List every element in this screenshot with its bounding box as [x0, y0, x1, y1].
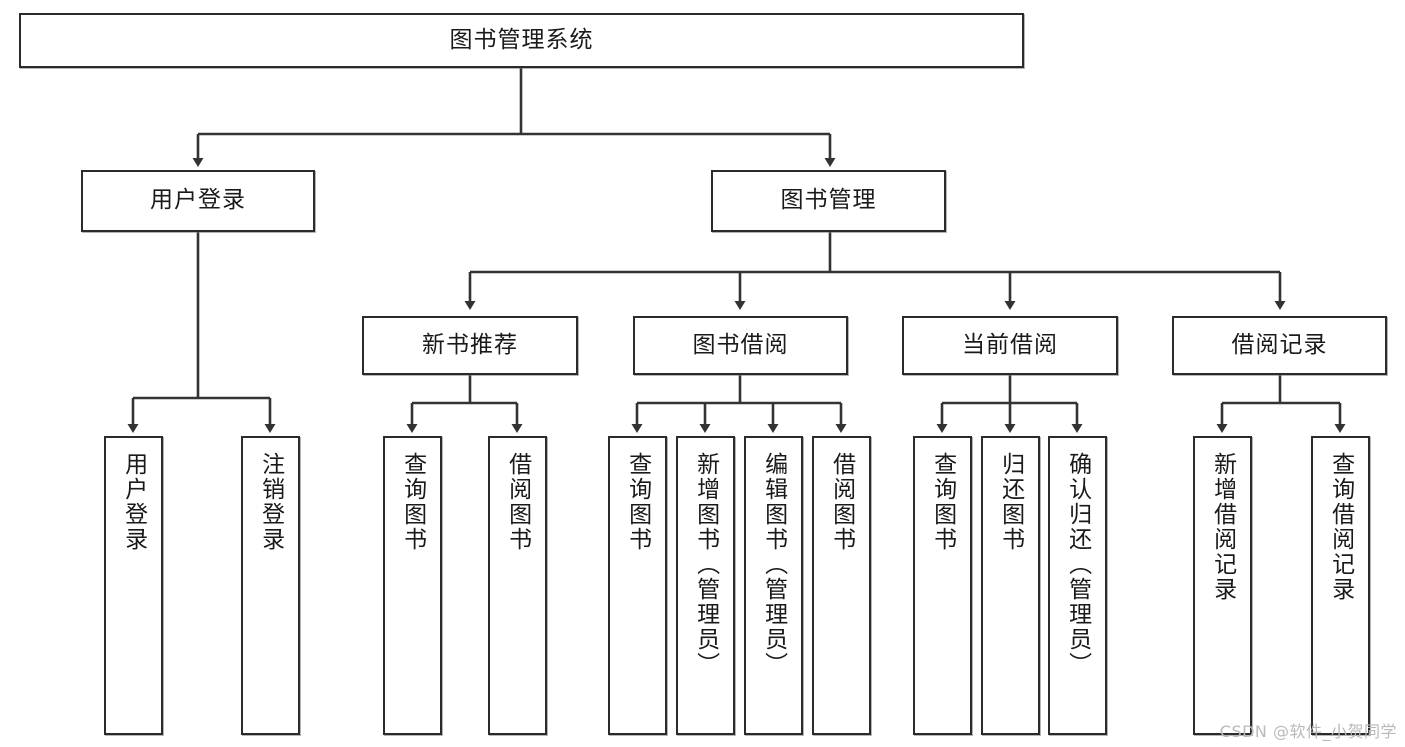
watermark: CSDN @软件_小贺同学: [1219, 722, 1397, 741]
node-book-borrow[interactable]: 图书借阅: [633, 316, 848, 375]
node-leaf-user-login-label: 用户登录: [120, 452, 147, 552]
node-leaf-borrow-book-2[interactable]: 借阅图书: [812, 436, 871, 735]
node-new-book-recommend[interactable]: 新书推荐: [362, 316, 578, 375]
node-leaf-edit-book[interactable]: 编辑图书（管理员）: [744, 436, 803, 735]
node-root-label: 图书管理系统: [449, 26, 594, 53]
node-leaf-user-login[interactable]: 用户登录: [104, 436, 163, 735]
node-book-manage[interactable]: 图书管理: [711, 170, 946, 232]
node-leaf-borrow-book-1[interactable]: 借阅图书: [488, 436, 547, 735]
node-leaf-add-book[interactable]: 新增图书（管理员）: [676, 436, 735, 735]
node-leaf-query-book-1[interactable]: 查询图书: [383, 436, 442, 735]
node-leaf-return-book-label: 归还图书: [997, 452, 1024, 552]
node-leaf-logout-login[interactable]: 注销登录: [241, 436, 300, 735]
node-leaf-query-record[interactable]: 查询借阅记录: [1311, 436, 1370, 735]
node-leaf-query-book-3[interactable]: 查询图书: [913, 436, 972, 735]
node-user-login[interactable]: 用户登录: [81, 170, 315, 232]
node-leaf-add-record-label: 新增借阅记录: [1209, 452, 1236, 602]
node-user-login-label: 用户登录: [150, 187, 246, 214]
node-leaf-query-book-3-label: 查询图书: [929, 452, 956, 552]
node-leaf-add-book-label: 新增图书（管理员）: [692, 452, 719, 677]
node-leaf-query-book-2[interactable]: 查询图书: [608, 436, 667, 735]
node-leaf-confirm-return-label: 确认归还（管理员）: [1064, 452, 1091, 677]
node-leaf-query-book-2-label: 查询图书: [624, 452, 651, 552]
node-book-manage-label: 图书管理: [780, 187, 877, 214]
node-new-book-recommend-label: 新书推荐: [422, 331, 518, 358]
node-leaf-edit-book-label: 编辑图书（管理员）: [760, 452, 787, 677]
node-borrow-record[interactable]: 借阅记录: [1172, 316, 1387, 375]
node-current-borrow[interactable]: 当前借阅: [902, 316, 1118, 375]
node-leaf-confirm-return[interactable]: 确认归还（管理员）: [1048, 436, 1107, 735]
node-root[interactable]: 图书管理系统: [19, 13, 1024, 68]
node-leaf-logout-login-label: 注销登录: [257, 452, 284, 552]
node-borrow-record-label: 借阅记录: [1231, 331, 1328, 358]
node-leaf-add-record[interactable]: 新增借阅记录: [1193, 436, 1252, 735]
node-leaf-query-record-label: 查询借阅记录: [1327, 452, 1354, 602]
node-leaf-return-book[interactable]: 归还图书: [981, 436, 1040, 735]
node-leaf-query-book-1-label: 查询图书: [399, 452, 426, 552]
node-book-borrow-label: 图书借阅: [692, 331, 789, 358]
node-current-borrow-label: 当前借阅: [962, 331, 1058, 358]
node-leaf-borrow-book-2-label: 借阅图书: [828, 452, 855, 552]
node-leaf-borrow-book-1-label: 借阅图书: [504, 452, 531, 552]
